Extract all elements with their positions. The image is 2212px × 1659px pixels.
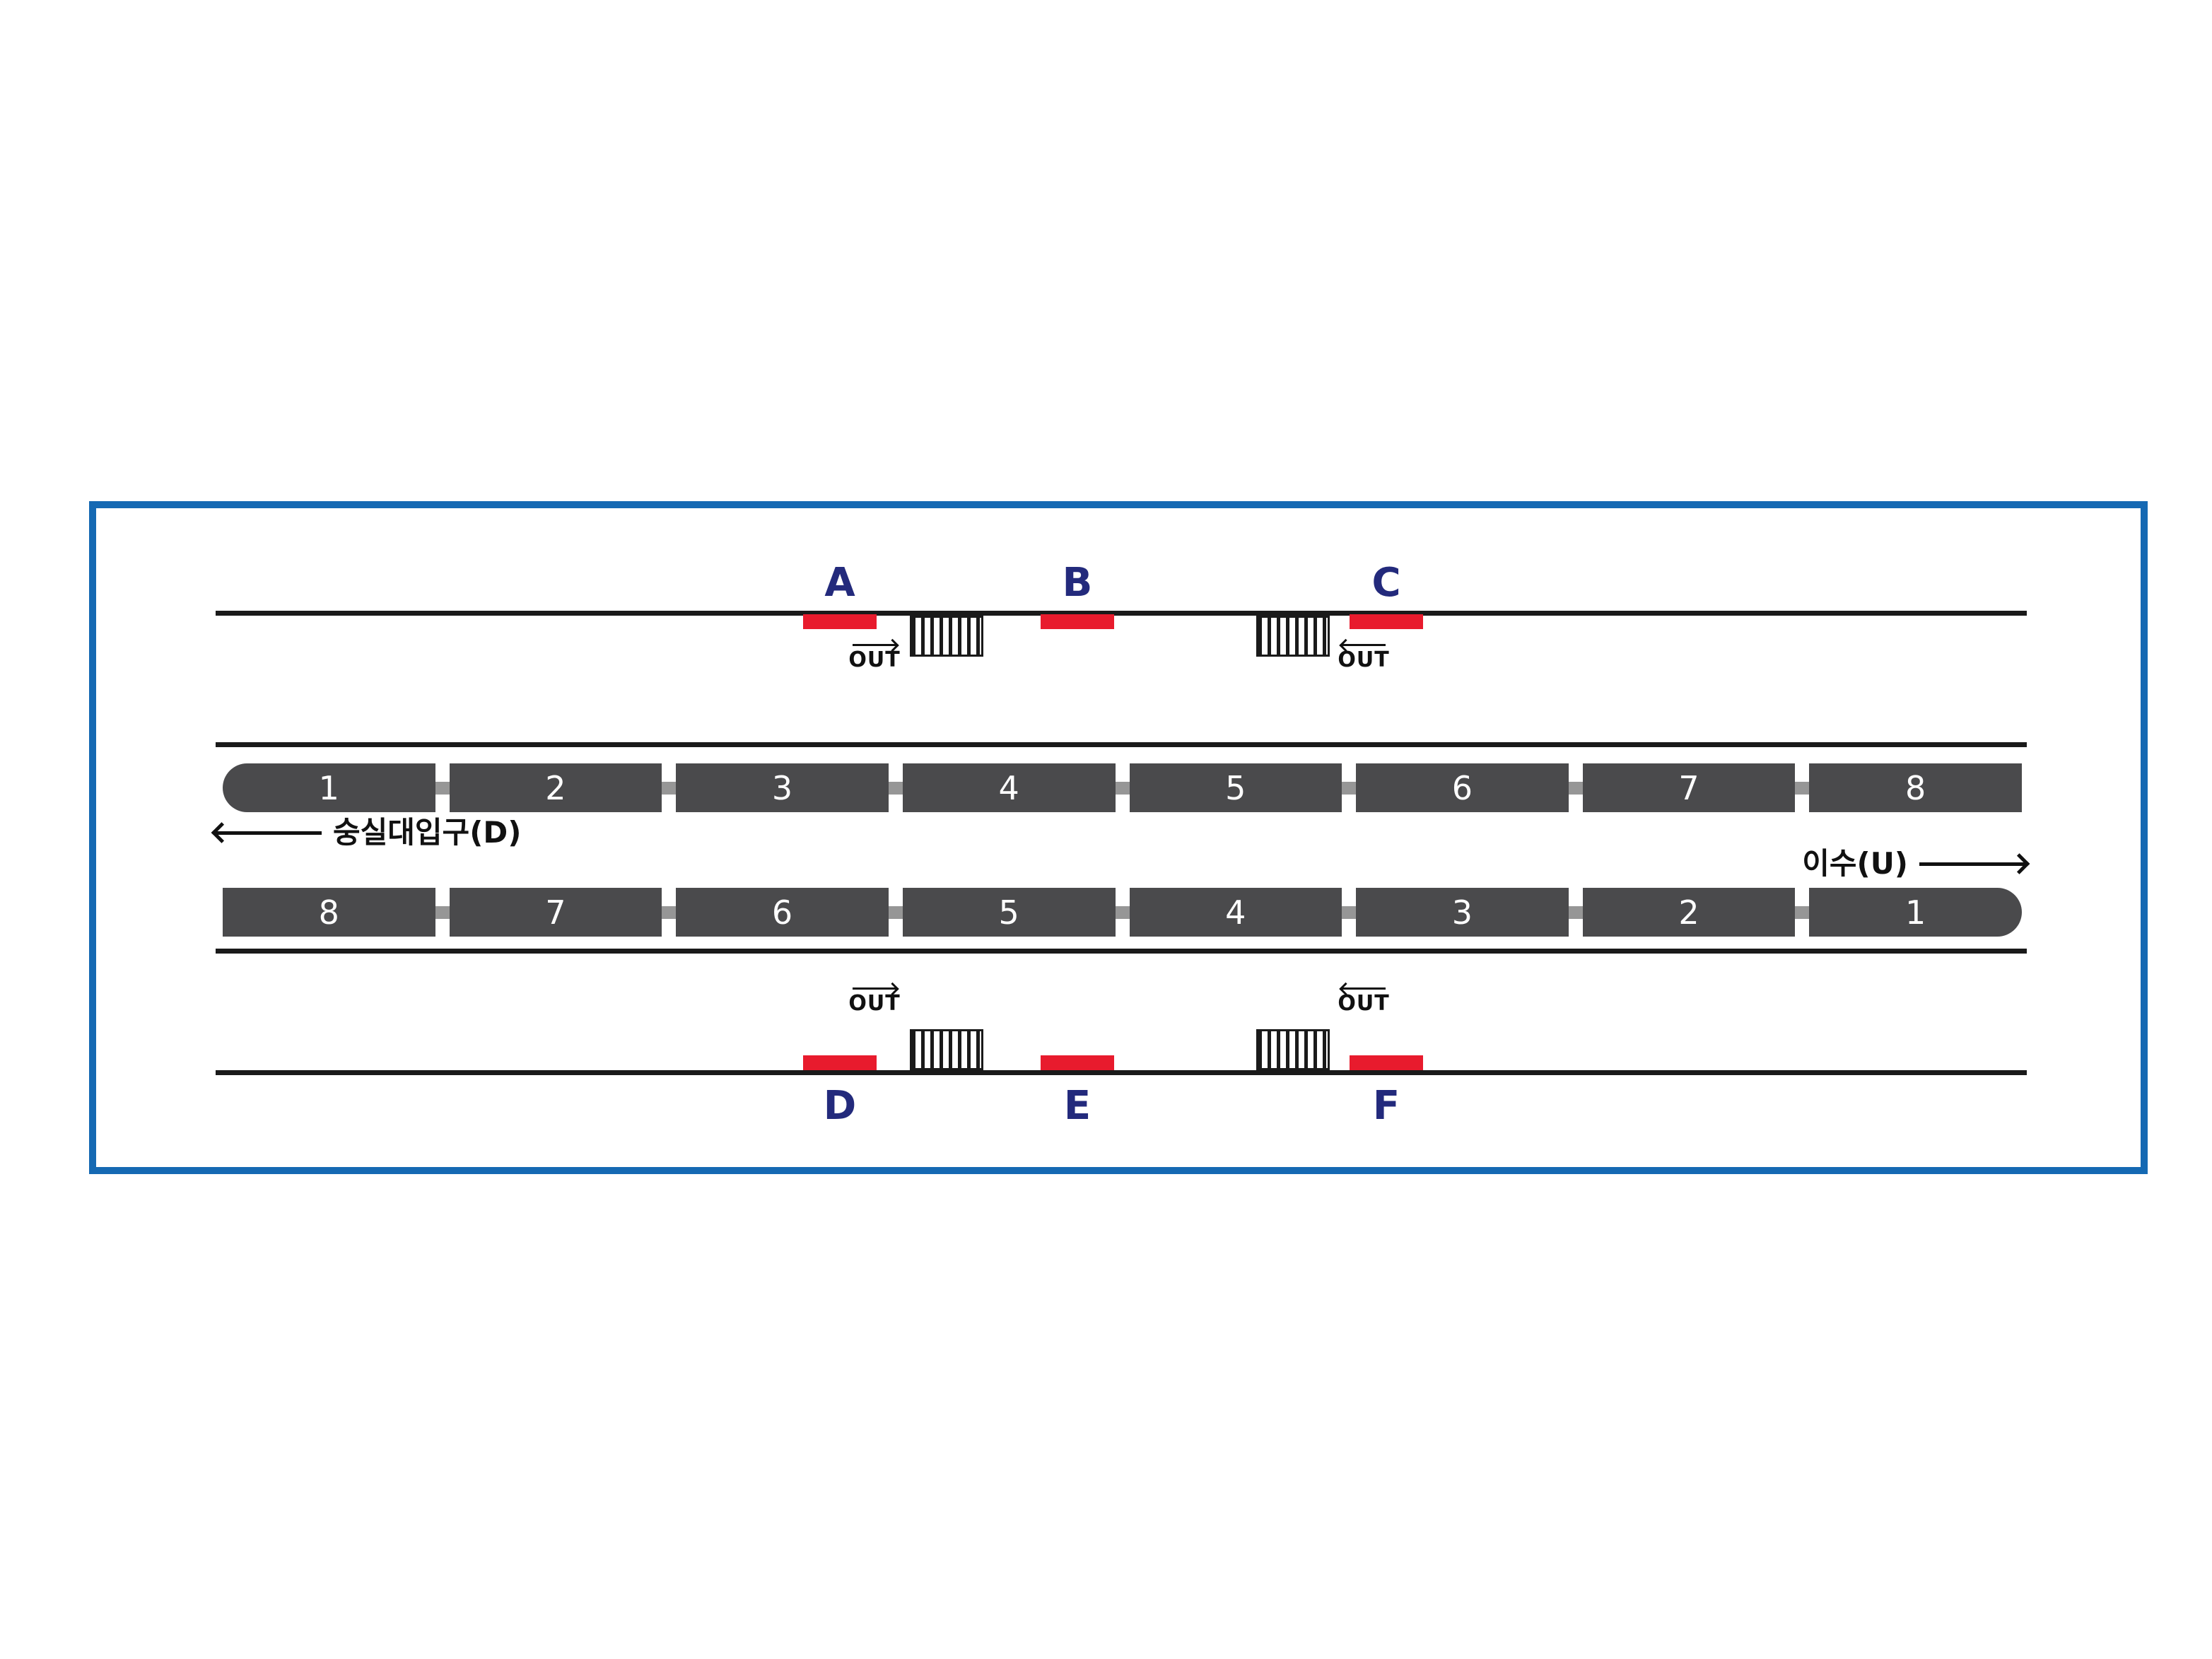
train-car: 6 (1356, 763, 1569, 812)
platform-edge-line-top (216, 611, 2027, 616)
out-sign-top-right: OUT (1325, 644, 1403, 671)
direction-left-label: 숭실대입구(D) (333, 815, 522, 850)
car-coupler (888, 905, 903, 919)
exit-c-marker (1350, 614, 1423, 629)
platform-edge-line-lower-track (216, 949, 2027, 954)
train-car: 3 (676, 763, 889, 812)
out-arrow-right-icon (853, 644, 896, 646)
train-car: 2 (1582, 888, 1796, 937)
out-arrow-right-icon (853, 987, 896, 990)
train-car: 2 (449, 763, 662, 812)
train-car: 1 (223, 763, 435, 812)
train-top: 1 2 3 4 5 6 7 8 (223, 763, 2022, 812)
left-arrow-icon (216, 831, 322, 835)
exit-d-label: D (823, 1083, 857, 1129)
stairs-icon-top-right (1256, 616, 1330, 657)
car-coupler (1568, 781, 1583, 795)
stairs-icon-bottom-right (1256, 1029, 1330, 1070)
train-car: 5 (1129, 763, 1342, 812)
car-coupler (888, 781, 903, 795)
train-car: 7 (1582, 763, 1796, 812)
exit-c-label: C (1371, 560, 1401, 606)
station-diagram-frame: A B C OUT OUT 1 2 3 4 5 (89, 501, 2148, 1174)
platform-edge-line-upper-track (216, 742, 2027, 747)
car-coupler (662, 905, 677, 919)
out-sign-bottom-left: OUT (836, 987, 913, 1014)
train-car: 7 (449, 888, 662, 937)
train-car: 3 (1356, 888, 1569, 937)
exit-e-marker (1041, 1055, 1114, 1070)
exit-a-label: A (824, 560, 855, 606)
exit-a-marker (803, 614, 877, 629)
exit-b-marker (1041, 614, 1114, 629)
exit-f-label: F (1372, 1083, 1400, 1129)
out-label: OUT (1338, 991, 1390, 1016)
train-bottom: 8 7 6 5 4 3 2 1 (223, 888, 2022, 937)
out-sign-top-left: OUT (836, 644, 913, 671)
direction-right: 이수(U) (1802, 849, 2025, 879)
train-car: 4 (902, 763, 1116, 812)
direction-right-label: 이수(U) (1802, 846, 1908, 881)
car-coupler (1795, 905, 1810, 919)
car-coupler (435, 781, 450, 795)
car-coupler (1795, 781, 1810, 795)
out-label: OUT (1338, 647, 1390, 672)
train-car: 8 (223, 888, 435, 937)
exit-f-marker (1350, 1055, 1423, 1070)
train-car: 4 (1129, 888, 1342, 937)
car-coupler (1115, 905, 1130, 919)
right-arrow-icon (1919, 862, 2025, 866)
out-label: OUT (848, 647, 901, 672)
out-arrow-left-icon (1342, 987, 1386, 990)
car-coupler (662, 781, 677, 795)
stairs-icon-top-left (910, 616, 983, 657)
platform-edge-line-bottom (216, 1070, 2027, 1075)
train-car: 6 (676, 888, 889, 937)
train-car: 8 (1809, 763, 2022, 812)
car-coupler (435, 905, 450, 919)
car-coupler (1568, 905, 1583, 919)
train-car: 5 (902, 888, 1116, 937)
exit-e-label: E (1063, 1083, 1092, 1129)
exit-d-marker (803, 1055, 877, 1070)
direction-left: 숭실대입구(D) (216, 818, 521, 848)
car-coupler (1115, 781, 1130, 795)
stairs-icon-bottom-left (910, 1029, 983, 1070)
car-coupler (1342, 781, 1357, 795)
out-sign-bottom-right: OUT (1325, 987, 1403, 1014)
exit-b-label: B (1062, 560, 1093, 606)
car-coupler (1342, 905, 1357, 919)
train-car: 1 (1809, 888, 2022, 937)
out-arrow-left-icon (1342, 644, 1386, 646)
out-label: OUT (848, 991, 901, 1016)
